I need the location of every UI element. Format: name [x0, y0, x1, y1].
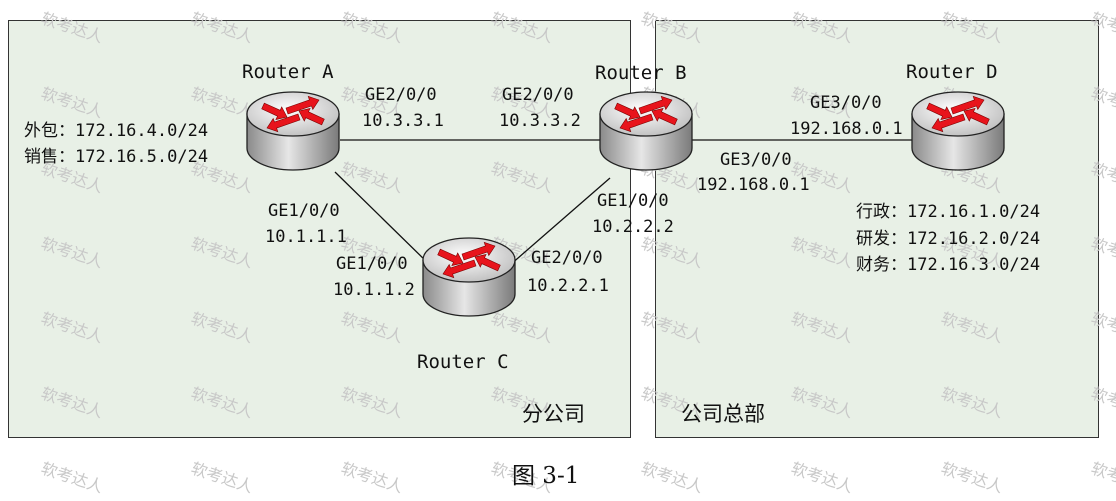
router-b-icon — [599, 91, 693, 171]
router-d-name: Router D — [906, 61, 998, 83]
router-d-icon — [911, 91, 1005, 171]
router-a-ge2-ip: 10.3.3.1 — [362, 111, 444, 131]
router-c-ge1-ip: 10.1.1.2 — [333, 280, 415, 300]
router-a-ge1-port: GE1/0/0 — [268, 201, 340, 221]
router-b-ge1-ip: 10.2.2.2 — [592, 217, 674, 237]
link-a-c — [334, 171, 431, 266]
branch-office-label: 分公司 — [522, 402, 585, 426]
router-c-ge1-port: GE1/0/0 — [336, 254, 408, 274]
figure-caption: 图 3-1 — [512, 463, 580, 489]
router-b-ge3-port: GE3/0/0 — [720, 150, 792, 170]
subnet-administration: 行政：172.16.1.0/24 — [856, 202, 1041, 222]
router-b-ge3-ip: 192.168.0.1 — [697, 175, 810, 195]
router-d-ge3-ip: 192.168.0.1 — [790, 119, 903, 139]
router-d-ge3-port: GE3/0/0 — [810, 93, 882, 113]
router-b-ge2-port: GE2/0/0 — [502, 85, 574, 105]
subnet-outsourcing: 外包：172.16.4.0/24 — [24, 121, 209, 141]
router-c-name: Router C — [417, 351, 509, 373]
router-a-ge1-ip: 10.1.1.1 — [265, 227, 347, 247]
link-c-b — [509, 177, 611, 266]
router-c-ge2-ip: 10.2.2.1 — [527, 276, 609, 296]
router-b-name: Router B — [595, 62, 687, 84]
router-b-ge2-ip: 10.3.3.2 — [499, 111, 581, 131]
router-a-name: Router A — [242, 61, 334, 83]
headquarters-label: 公司总部 — [681, 402, 765, 426]
router-c-icon — [422, 237, 516, 317]
router-c-ge2-port: GE2/0/0 — [531, 248, 603, 268]
router-b-ge1-port: GE1/0/0 — [597, 191, 669, 211]
headquarters-zone — [655, 20, 1099, 438]
branch-office-zone — [8, 20, 631, 438]
router-a-ge2-port: GE2/0/0 — [365, 85, 437, 105]
subnet-sales: 销售：172.16.5.0/24 — [24, 147, 209, 167]
subnet-rnd: 研发：172.16.2.0/24 — [856, 229, 1041, 249]
subnet-finance: 财务：172.16.3.0/24 — [856, 255, 1041, 275]
router-a-icon — [246, 91, 340, 171]
